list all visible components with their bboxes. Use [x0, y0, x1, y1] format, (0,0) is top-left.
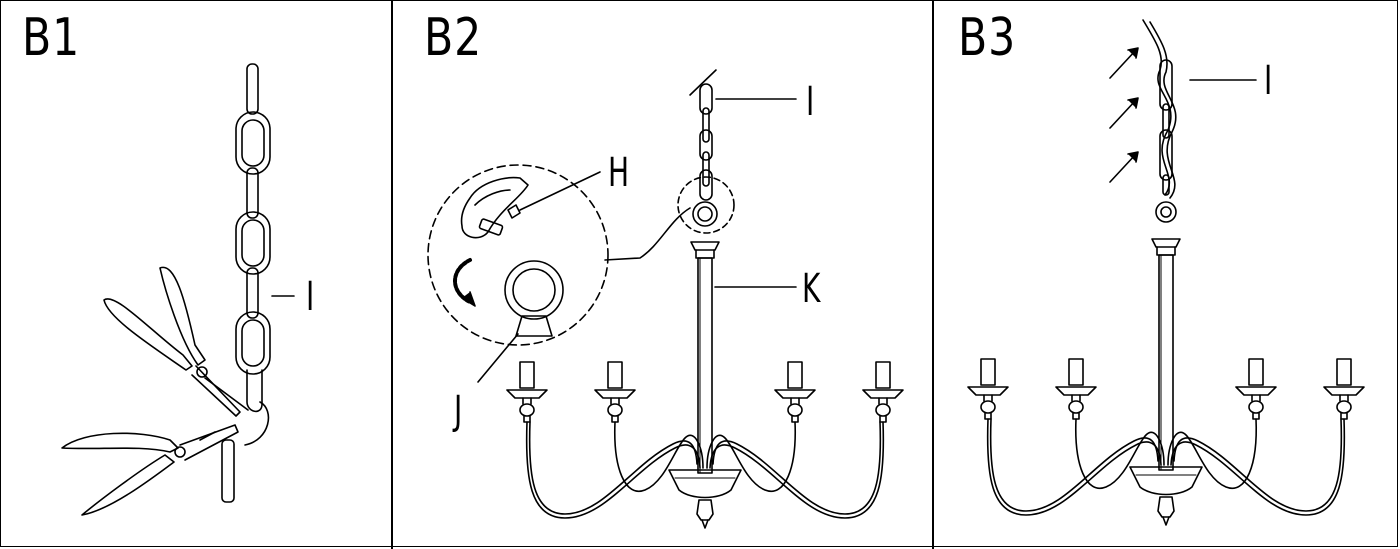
chandelier-icon [968, 239, 1364, 525]
panel-title-b3: B3 [958, 8, 1017, 68]
callout-loop-b2: J [454, 388, 463, 434]
panel-title-b2: B2 [424, 8, 483, 68]
pliers-icon [61, 266, 249, 516]
chain-icon [689, 69, 718, 227]
rotate-arrow-icon [453, 258, 476, 307]
panel-title-b1: B1 [22, 8, 81, 68]
link-detail [460, 171, 601, 239]
panel-divider [391, 0, 393, 549]
callout-chain-b2: I [806, 79, 815, 125]
up-arrow-icon [1109, 47, 1139, 183]
callout-chain-b3: I [1264, 58, 1273, 104]
chandelier-icon [507, 242, 903, 528]
chain-icon [221, 63, 271, 503]
panel-divider [932, 0, 934, 549]
callout-link-b2: H [608, 150, 630, 196]
chain-icon [1142, 19, 1177, 223]
callout-chain-b1: I [306, 274, 315, 320]
loop-detail [477, 260, 564, 383]
callout-stem-b2: K [802, 266, 821, 312]
